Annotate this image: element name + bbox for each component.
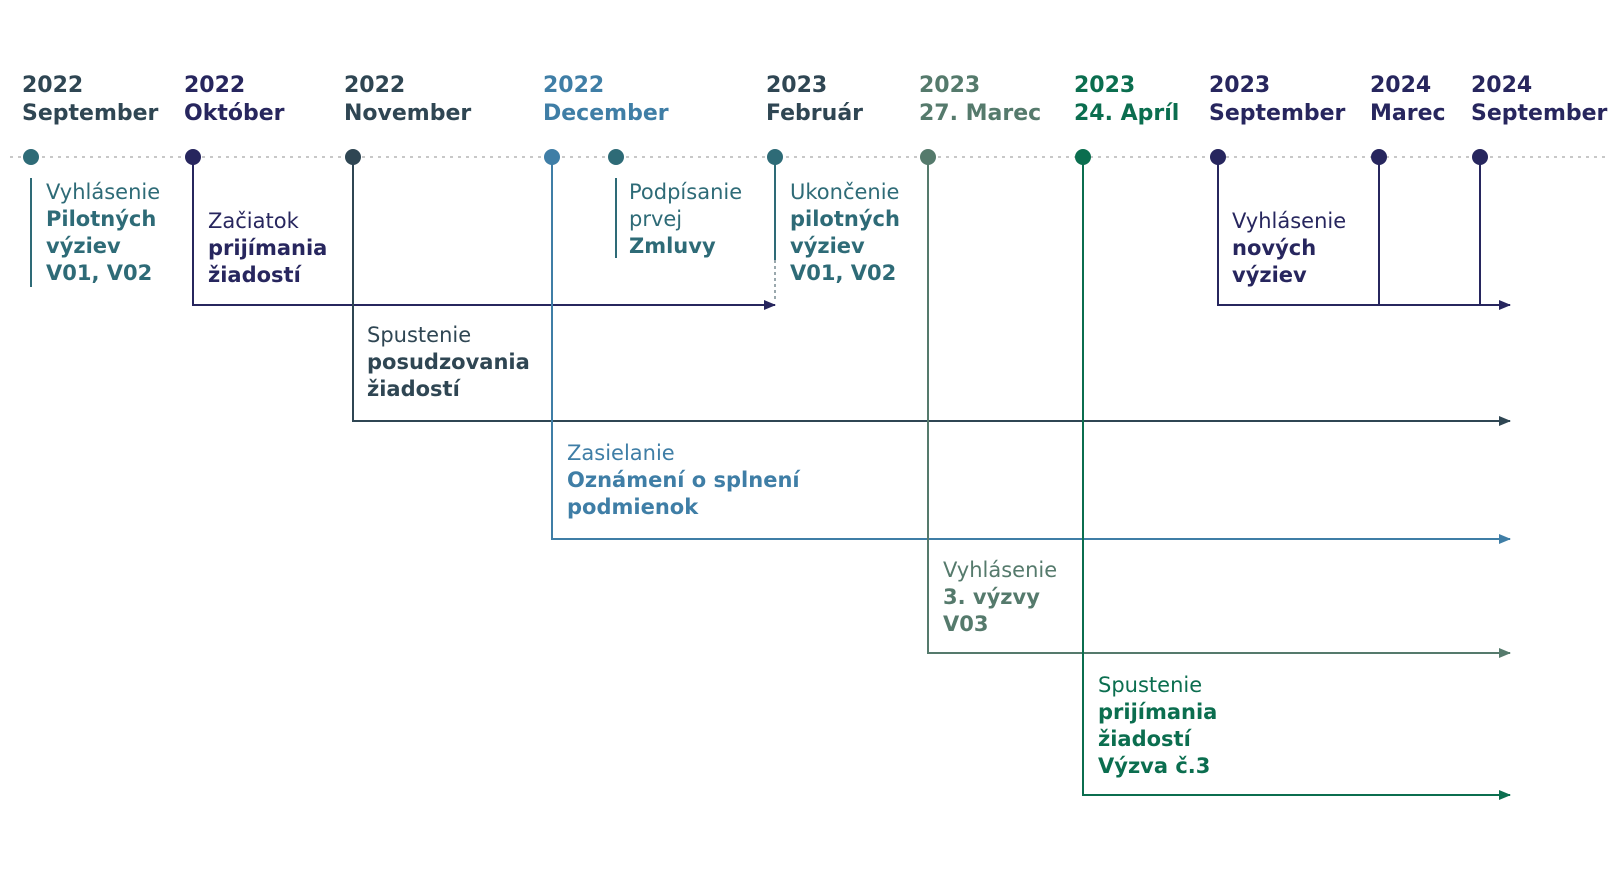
- dot-2023-september: [1210, 149, 1226, 165]
- dot-podpisanie: [608, 149, 624, 165]
- dot-2022-november: [345, 149, 361, 165]
- connector-september-2023: [1217, 157, 1511, 310]
- dot-2024-marec: [1371, 149, 1387, 165]
- event-spustenie-prijimania-v3: Spustenie prijímania žiadostí Výzva č.3: [1098, 673, 1218, 778]
- connector-oktober: [192, 157, 776, 310]
- event-ukoncenie-pilotnych: Ukončenie pilotných výziev V01, V02: [790, 180, 900, 285]
- connector-marec-2023: [927, 157, 1511, 658]
- event-spustenie-posudzovania: Spustenie posudzovania žiadostí: [367, 323, 530, 401]
- connector-april-2023: [1082, 157, 1511, 800]
- dot-2023-marec: [920, 149, 936, 165]
- event-vyhlasenie-pilotnych: Vyhlásenie Pilotných výziev V01, V02: [46, 180, 161, 285]
- event-vyhlasenie-3-vyzvy: Vyhlásenie 3. výzvy V03: [943, 558, 1058, 636]
- dot-2023-april: [1075, 149, 1091, 165]
- dot-2024-september: [1472, 149, 1488, 165]
- dot-2023-februar: [767, 149, 783, 165]
- dot-2022-december: [544, 149, 560, 165]
- event-podpisanie-zmluvy: Podpísanie prvej Zmluvy: [629, 180, 743, 258]
- dot-2022-september: [23, 149, 39, 165]
- connector-november: [352, 157, 1511, 426]
- dot-2022-oktober: [185, 149, 201, 165]
- connector-december: [551, 157, 1511, 544]
- event-zasielanie-oznameni: Zasielanie Oznámení o splnení podmienok: [567, 441, 800, 519]
- event-vyhlasenie-novych: Vyhlásenie nových výziev: [1232, 209, 1347, 287]
- event-zaciatok-prijimania: Začiatok prijímania žiadostí: [208, 209, 328, 287]
